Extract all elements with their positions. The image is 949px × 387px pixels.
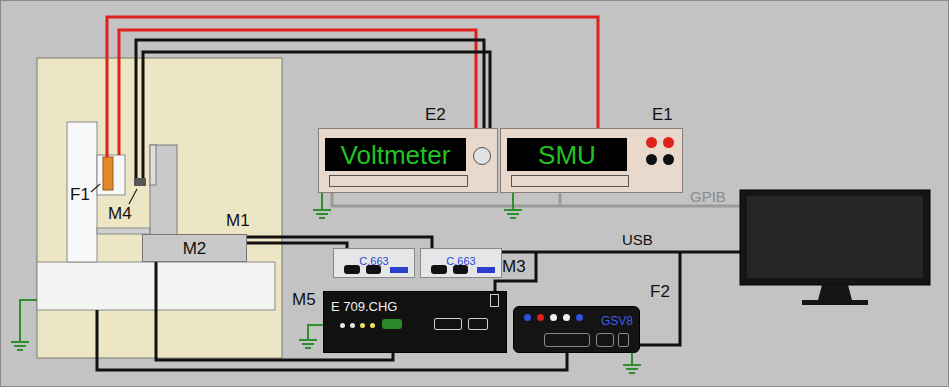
black-wire (136, 40, 484, 178)
text-holder: M2 (143, 235, 246, 261)
text-holder: GSV8 (601, 311, 633, 329)
label-text: GSV8 (601, 314, 633, 328)
ground-symbol (504, 193, 522, 218)
monitor (740, 190, 930, 285)
monitor-base (802, 300, 868, 305)
black-terminal (646, 154, 657, 165)
port (618, 333, 629, 347)
led-dot (563, 314, 570, 321)
gpib-cable (559, 193, 562, 206)
label-text: C.663 (446, 255, 475, 267)
cable-connector (247, 237, 432, 248)
led-dot (537, 314, 544, 321)
callout-label: F1 (70, 186, 90, 203)
callout-label: USB (622, 232, 653, 247)
m4-probe (134, 178, 146, 186)
gpib-cable (332, 193, 740, 206)
label-text: Voltmeter (341, 142, 451, 168)
sample (103, 157, 113, 190)
ground-symbol (623, 353, 641, 373)
voltmeter-box: Voltmeter (318, 128, 498, 193)
indicator (390, 267, 408, 273)
callout-label: M1 (226, 212, 250, 229)
green-port (382, 319, 402, 329)
callout-label: E2 (425, 106, 446, 123)
ground-symbol (313, 193, 331, 218)
monitor-stand (818, 285, 852, 300)
display-screen: Voltmeter (325, 138, 466, 171)
usb-cable (640, 252, 680, 345)
controller-box: C.663 (333, 248, 415, 278)
red-terminal (646, 137, 657, 148)
ground-symbol (11, 193, 641, 373)
strain-amplifier-box: GSV8 (513, 306, 640, 353)
amplifier-box: E 709.CHG (323, 291, 507, 353)
port (468, 318, 488, 330)
port (431, 265, 447, 274)
monitor-screen (747, 196, 923, 278)
callout-label: E1 (652, 106, 673, 123)
stage-box: M2 (142, 234, 247, 262)
ground-symbol (11, 300, 37, 350)
m1-tip (150, 145, 156, 185)
display-screen: SMU (507, 138, 627, 171)
input-knob (473, 147, 491, 165)
ground-symbol (299, 325, 323, 348)
port (596, 333, 614, 347)
black-wire (143, 52, 490, 178)
label-text: E 709.CHG (331, 299, 397, 314)
usb-cable (502, 251, 740, 254)
cable-connector (247, 243, 347, 248)
leader-line (129, 189, 137, 204)
usb-port (490, 294, 499, 307)
f1-pillar (67, 122, 97, 262)
port (344, 265, 360, 274)
smu-box: SMU (500, 128, 683, 193)
led-dot (360, 323, 365, 328)
led-dot (576, 314, 583, 321)
label-text: SMU (538, 142, 596, 168)
callout-label: M5 (292, 291, 316, 308)
callout-label: M3 (502, 258, 526, 275)
m1-stage (150, 145, 177, 235)
led-dot (524, 314, 531, 321)
controller-box: C.663 (420, 248, 502, 278)
led-dot (340, 323, 345, 328)
led-dot (550, 314, 557, 321)
text-holder: C.663 (421, 251, 501, 269)
port (544, 333, 590, 347)
paper-slot (511, 175, 629, 187)
paper-slot (329, 175, 468, 187)
black-terminal (663, 154, 674, 165)
callout-label: F2 (650, 283, 670, 300)
port (434, 318, 462, 330)
label-text: C.663 (359, 255, 388, 267)
text-holder: E 709.CHG (331, 297, 397, 315)
text-holder: C.663 (334, 251, 414, 269)
label-text: M2 (183, 240, 207, 257)
callout-label: M4 (108, 205, 132, 222)
callout-label: GPIB (690, 189, 726, 204)
sample-holder (97, 155, 125, 195)
red-terminal (663, 137, 674, 148)
mounting-panel (37, 58, 282, 358)
led-dot (370, 323, 375, 328)
indicator (477, 267, 495, 273)
led-dot (350, 323, 355, 328)
leader-line (91, 184, 100, 192)
